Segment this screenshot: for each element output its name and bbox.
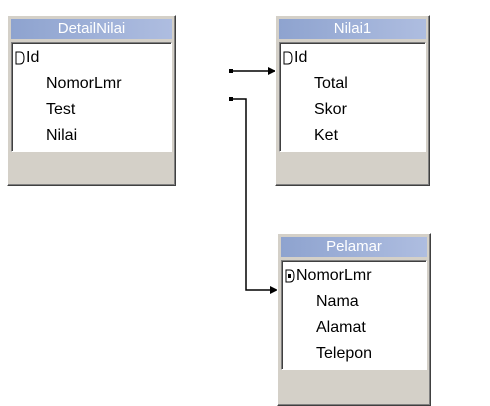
field-skor[interactable]: Skor — [280, 97, 425, 123]
field-alamat[interactable]: Alamat — [282, 315, 426, 341]
relation-line — [233, 98, 276, 291]
field-label: Nama — [316, 293, 359, 310]
field-label: Nilai — [46, 127, 78, 144]
relation-detailnilai-nomorlmr-to-pelamar-nomorlmr — [229, 97, 278, 294]
table-nilai1[interactable]: Nilai1 Id Total Skor Ket — [275, 15, 430, 186]
field-label: Alamat — [316, 319, 366, 336]
table-title[interactable]: Pelamar — [281, 237, 427, 257]
field-nilai[interactable]: Nilai — [12, 123, 171, 149]
field-label: Id — [294, 49, 308, 66]
relation-endpoint-left — [229, 69, 233, 73]
field-label: NomorLmr — [46, 75, 122, 92]
table-detailnilai[interactable]: DetailNilai Id NomorLmr Test Nilai — [7, 15, 176, 186]
field-list: Id NomorLmr Test Nilai — [11, 42, 172, 152]
field-label: Total — [314, 75, 348, 92]
table-title[interactable]: DetailNilai — [11, 19, 172, 39]
field-ket[interactable]: Ket — [280, 123, 425, 149]
primary-key-icon — [15, 51, 25, 65]
field-nomorlmr[interactable]: NomorLmr — [12, 71, 171, 97]
field-label: Skor — [314, 101, 347, 118]
field-label: Id — [26, 49, 40, 66]
table-title[interactable]: Nilai1 — [279, 19, 426, 39]
relation-detailnilai-id-to-nilai1-id — [229, 67, 276, 75]
field-list: Id Total Skor Ket — [279, 42, 426, 152]
field-id[interactable]: Id — [12, 45, 171, 71]
field-label: NomorLmr — [296, 267, 372, 284]
field-nama[interactable]: Nama — [282, 289, 426, 315]
field-label: Test — [46, 101, 76, 118]
field-telepon[interactable]: Telepon — [282, 341, 426, 367]
primary-key-icon — [283, 51, 293, 65]
field-test[interactable]: Test — [12, 97, 171, 123]
field-list: NomorLmr Nama Alamat Telepon — [281, 260, 427, 370]
field-id[interactable]: Id — [280, 45, 425, 71]
field-nomorlmr[interactable]: NomorLmr — [282, 263, 426, 289]
primary-key-icon — [285, 269, 295, 283]
table-pelamar[interactable]: Pelamar NomorLmr Nama Alamat Telepon — [277, 233, 431, 406]
field-label: Ket — [314, 127, 339, 144]
relation-endpoint-left — [229, 97, 233, 101]
field-label: Telepon — [316, 345, 373, 362]
field-total[interactable]: Total — [280, 71, 425, 97]
